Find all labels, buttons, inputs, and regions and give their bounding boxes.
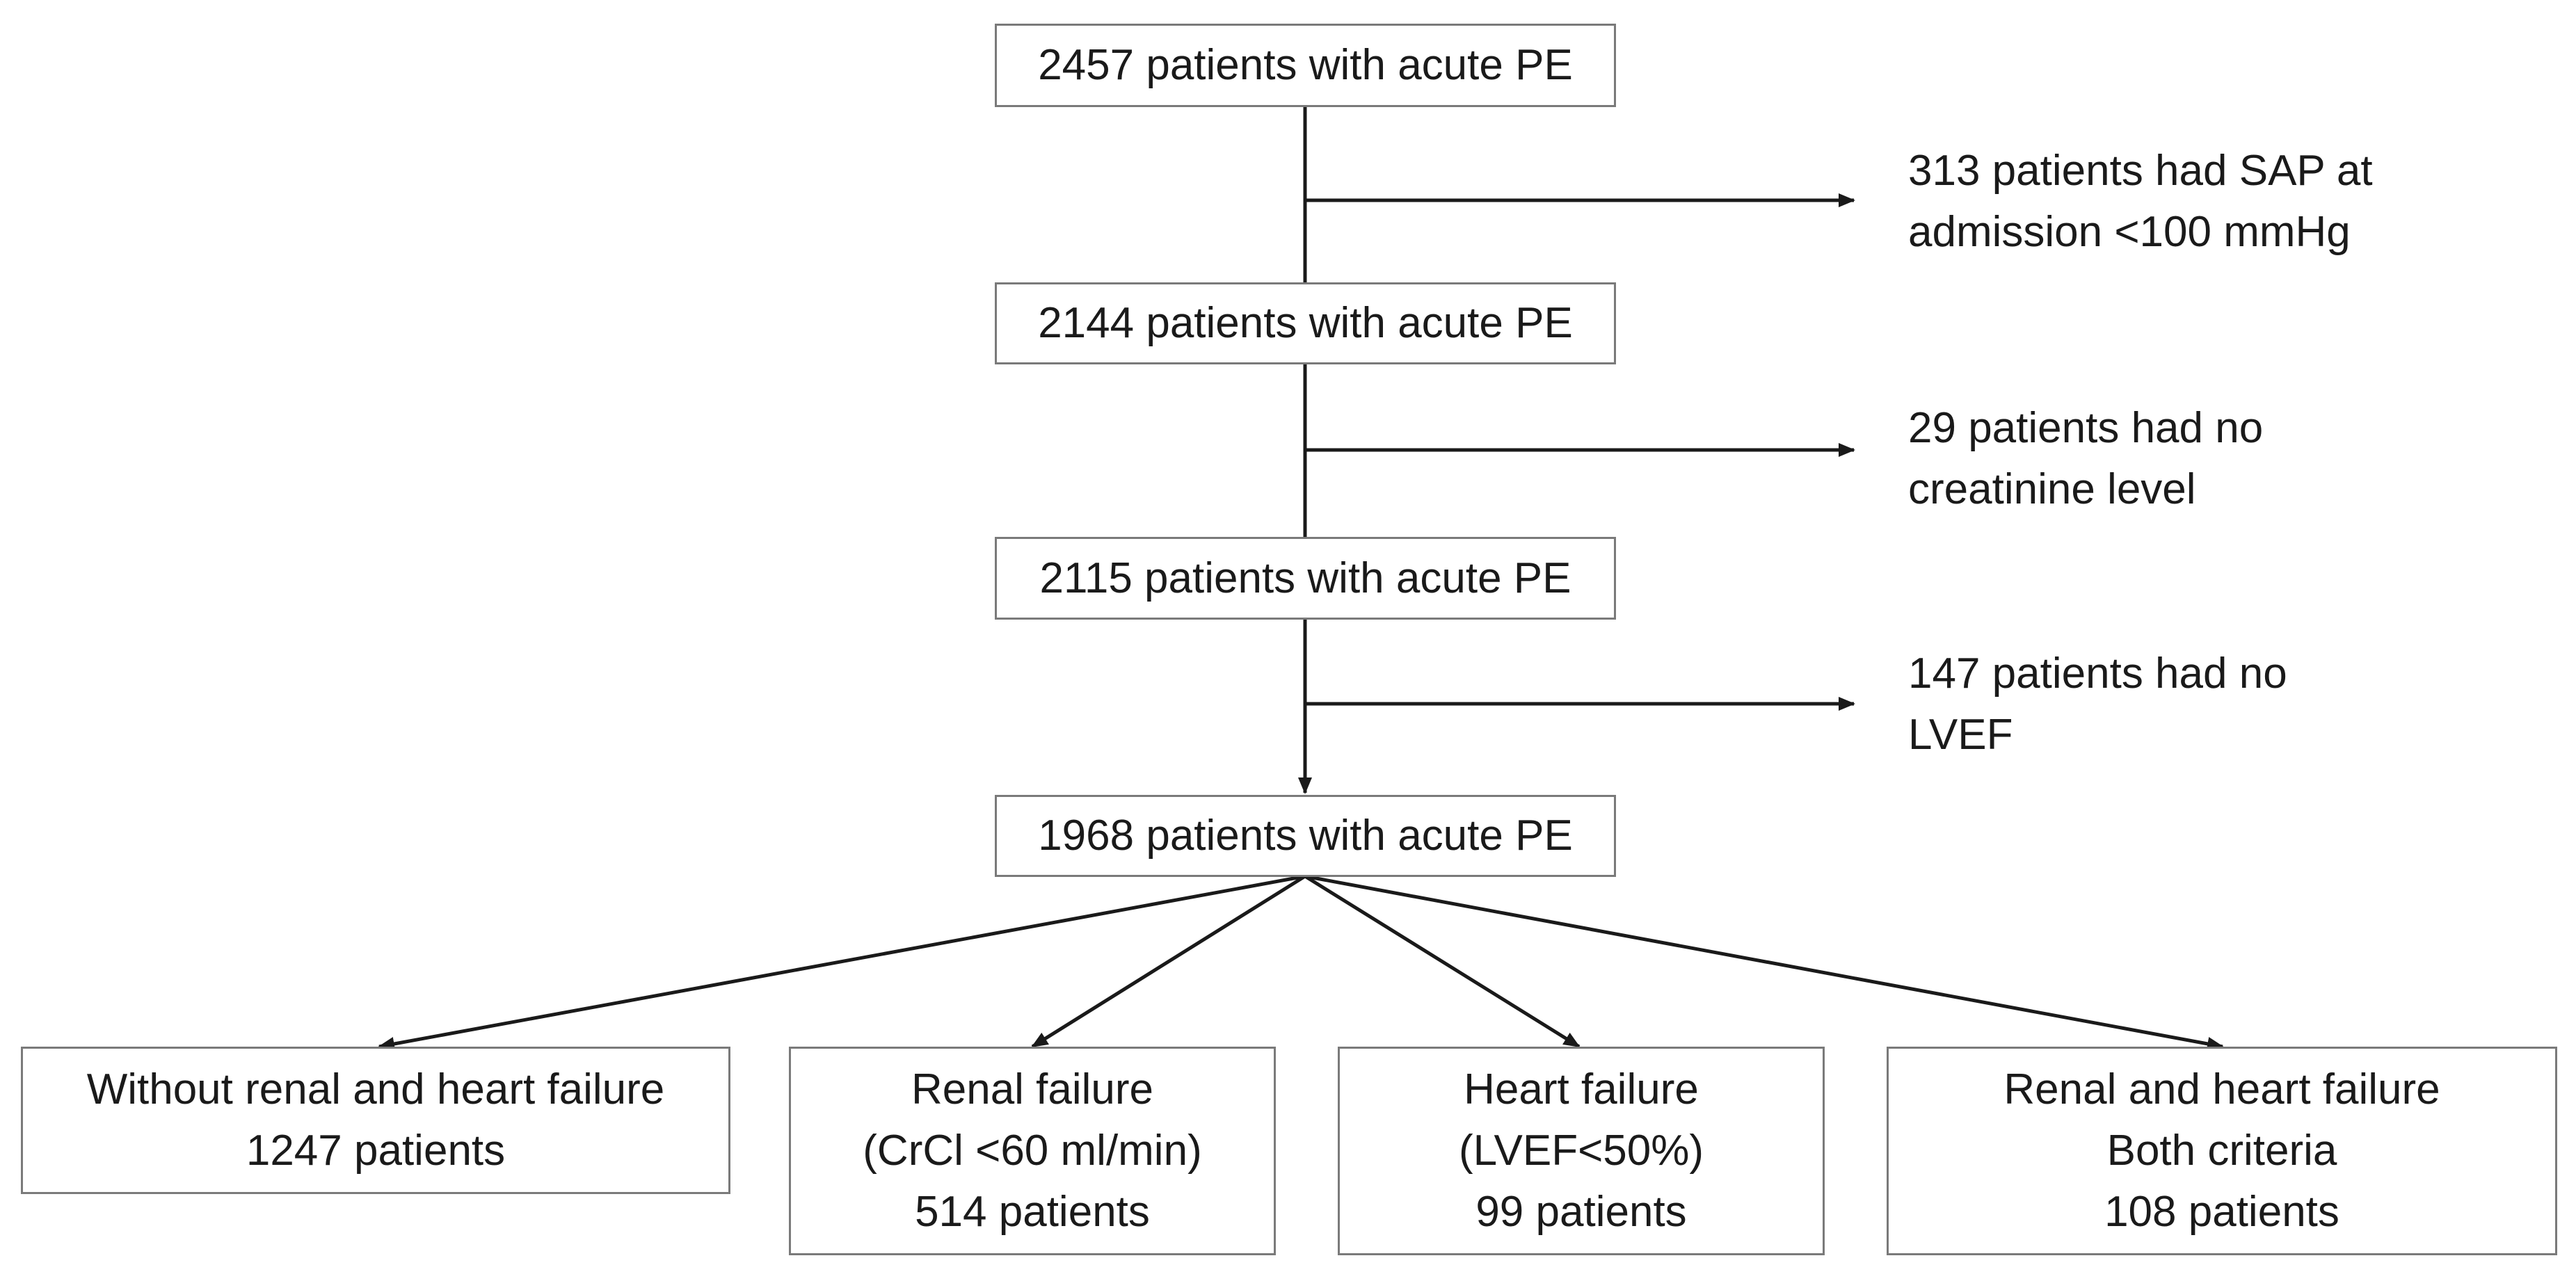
group-box-renal-line1: Renal failure	[911, 1065, 1154, 1113]
group-box-both-line1: Renal and heart failure	[2003, 1065, 2440, 1113]
group-arrow-renal	[1031, 874, 1306, 1049]
flow-box-2457-label: 2457 patients with acute PE	[1038, 41, 1573, 89]
group-box-none-line2: 1247 patients	[246, 1127, 506, 1175]
flow-box-2115: 2115 patients with acute PE	[995, 537, 1616, 620]
exclusion-note-sap-line2: admission <100 mmHg	[1908, 208, 2351, 256]
group-box-both-line3: 108 patients	[2104, 1188, 2339, 1236]
group-box-renal-line2: (CrCl <60 ml/min)	[863, 1127, 1202, 1175]
group-box-heart-line1: Heart failure	[1464, 1065, 1699, 1113]
exclusion-note-sap-line1: 313 patients had SAP at	[1908, 147, 2373, 195]
flow-box-1968: 1968 patients with acute PE	[995, 795, 1616, 877]
flow-box-2144-label: 2144 patients with acute PE	[1038, 299, 1573, 347]
exclusion-note-creatinine-line2: creatinine level	[1908, 465, 2196, 513]
group-arrow-none	[378, 874, 1306, 1051]
group-arrow-heart	[1304, 874, 1581, 1049]
group-box-none-line1: Without renal and heart failure	[86, 1065, 665, 1113]
exclusion-note-creatinine-line1: 29 patients had no	[1908, 404, 2264, 452]
flow-box-2115-label: 2115 patients with acute PE	[1039, 554, 1571, 602]
exclusion-note-lvef: 147 patients had no LVEF	[1908, 643, 2287, 766]
exclusion-note-creatinine: 29 patients had no creatinine level	[1908, 398, 2263, 520]
flow-box-1968-label: 1968 patients with acute PE	[1038, 812, 1573, 860]
exclusion-note-lvef-line1: 147 patients had no	[1908, 650, 2287, 698]
group-box-heart-line3: 99 patients	[1475, 1188, 1687, 1236]
group-box-both: Renal and heart failure Both criteria 10…	[1887, 1047, 2557, 1255]
flow-box-2144: 2144 patients with acute PE	[995, 282, 1616, 364]
exclusion-note-lvef-line2: LVEF	[1908, 711, 2013, 759]
group-box-heart-line2: (LVEF<50%)	[1458, 1127, 1704, 1175]
group-arrow-both	[1304, 874, 2224, 1051]
group-box-renal: Renal failure (CrCl <60 ml/min) 514 pati…	[789, 1047, 1276, 1255]
group-box-none: Without renal and heart failure 1247 pat…	[21, 1047, 730, 1194]
flow-box-2457: 2457 patients with acute PE	[995, 24, 1616, 107]
group-box-both-line2: Both criteria	[2106, 1127, 2337, 1175]
group-box-heart: Heart failure (LVEF<50%) 99 patients	[1338, 1047, 1825, 1255]
group-box-renal-line3: 514 patients	[915, 1188, 1150, 1236]
exclusion-note-sap: 313 patients had SAP at admission <100 m…	[1908, 140, 2373, 263]
